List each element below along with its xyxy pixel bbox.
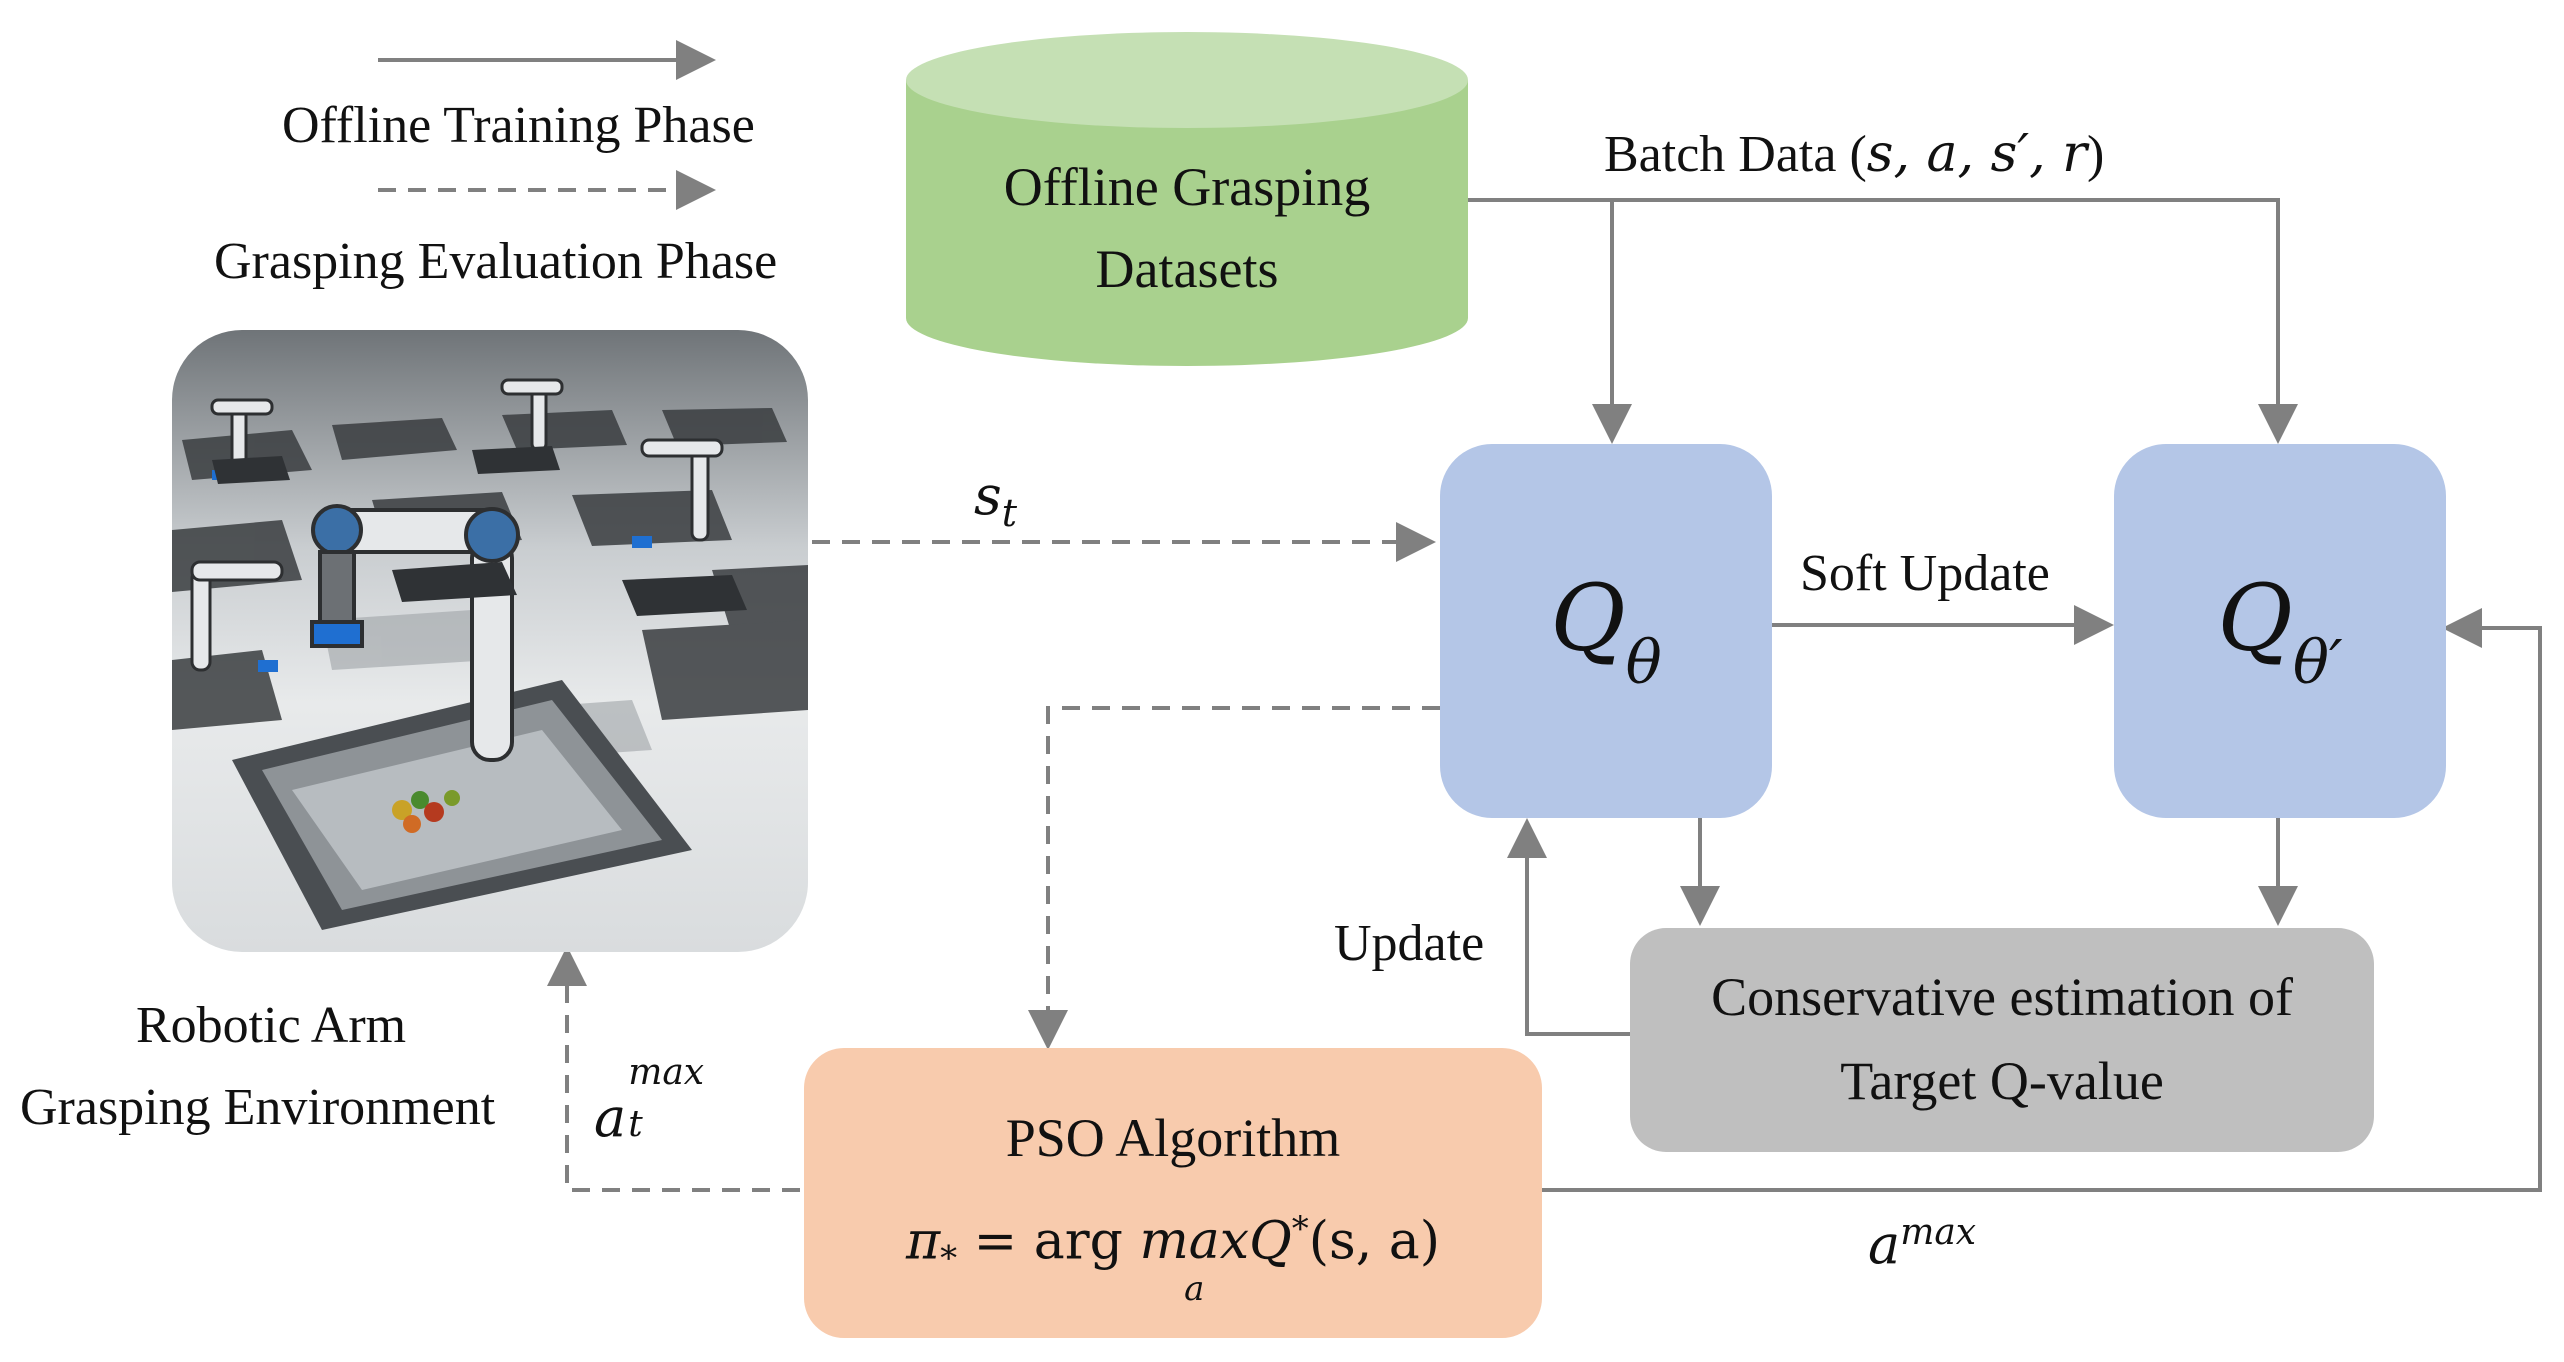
conservative-estimation-box: Conservative estimation of Target Q-valu… [1630,928,2374,1152]
batch-data-label: Batch Data (s, a, s′, r) [1604,124,2104,184]
soft-update-label: Soft Update [1800,545,2050,602]
legend-grasping-evaluation-label: Grasping Evaluation Phase [214,233,778,290]
target-q-network-box: Qθ′ [2114,444,2446,818]
conservative-line2: Target Q-value [1840,1051,2164,1111]
update-label: Update [1334,915,1485,972]
conservative-line1: Conservative estimation of [1711,967,2293,1028]
database-icon [906,32,1468,366]
legend-offline-training-label: Offline Training Phase [282,97,755,154]
target-q-network-symbol: Qθ′ [2217,564,2343,698]
action-label: amax [1868,1212,1977,1276]
dataset-label-line2: Datasets [1095,239,1279,299]
pso-title: PSO Algorithm [1005,1108,1341,1169]
environment-label-line1: Robotic Arm [136,997,407,1054]
dataset-label-line1: Offline Grasping [1003,157,1371,217]
pso-to-env-arrow [547,946,800,1192]
q-to-pso-arrow [1028,706,1440,1050]
batch-data-vars: s, a, s′, r [1866,124,2087,184]
batch-to-target-arrow [1612,198,2298,444]
environment-label-line2: Grasping Environment [20,1079,496,1136]
update-arrow [1507,818,1630,1036]
batch-data-suffix: ) [2087,126,2105,183]
robot-environment-image [172,330,808,952]
batch-data-prefix: Batch Data ( [1604,126,1867,183]
batch-to-q-arrow [1468,198,1632,444]
q-network-box: Qθ [1440,444,1772,818]
q-network-symbol: Qθ [1550,564,1662,698]
state-label: st [974,464,1017,535]
pso-to-target-arrow [1540,608,2542,1192]
dataset-cylinder: Offline Grasping Datasets [904,28,1470,368]
